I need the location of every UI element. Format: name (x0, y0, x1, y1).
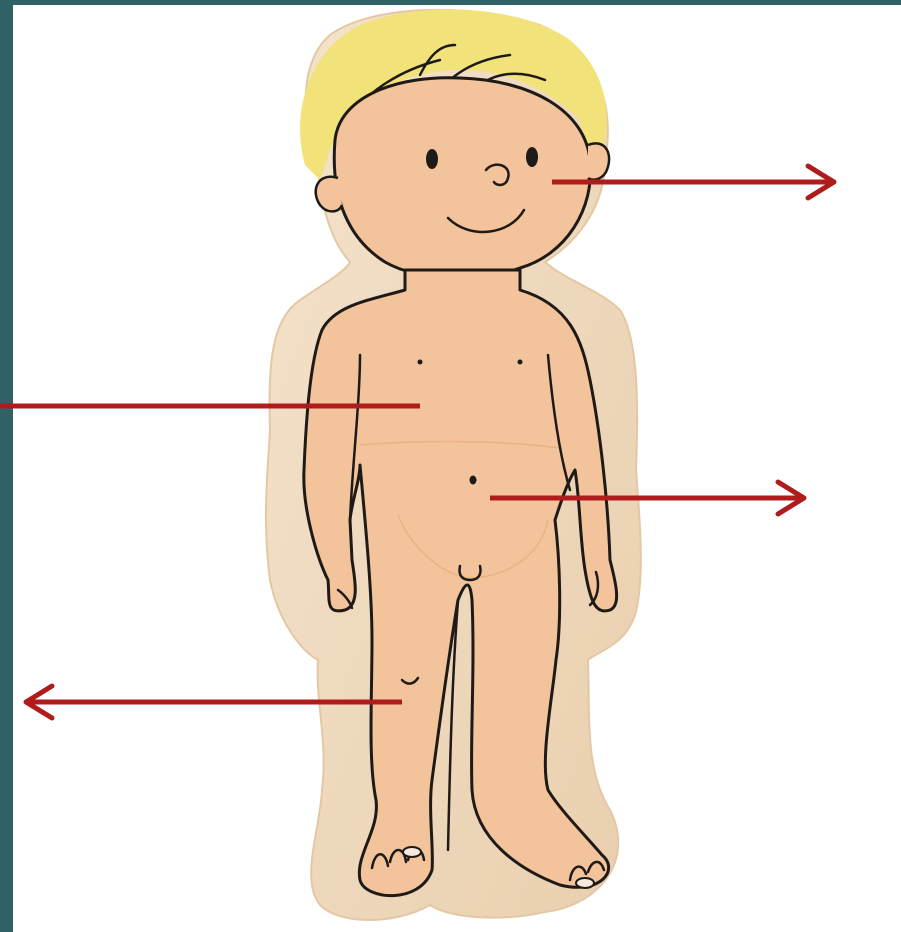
navel (470, 476, 477, 485)
right-big-toenail (576, 878, 594, 888)
right-nipple (518, 360, 523, 365)
right-eye (526, 147, 538, 167)
left-nipple (418, 360, 423, 365)
left-eye (426, 149, 438, 169)
right-ear (588, 143, 609, 179)
left-ear (316, 177, 342, 212)
face (334, 78, 590, 278)
left-big-toenail (403, 847, 421, 857)
